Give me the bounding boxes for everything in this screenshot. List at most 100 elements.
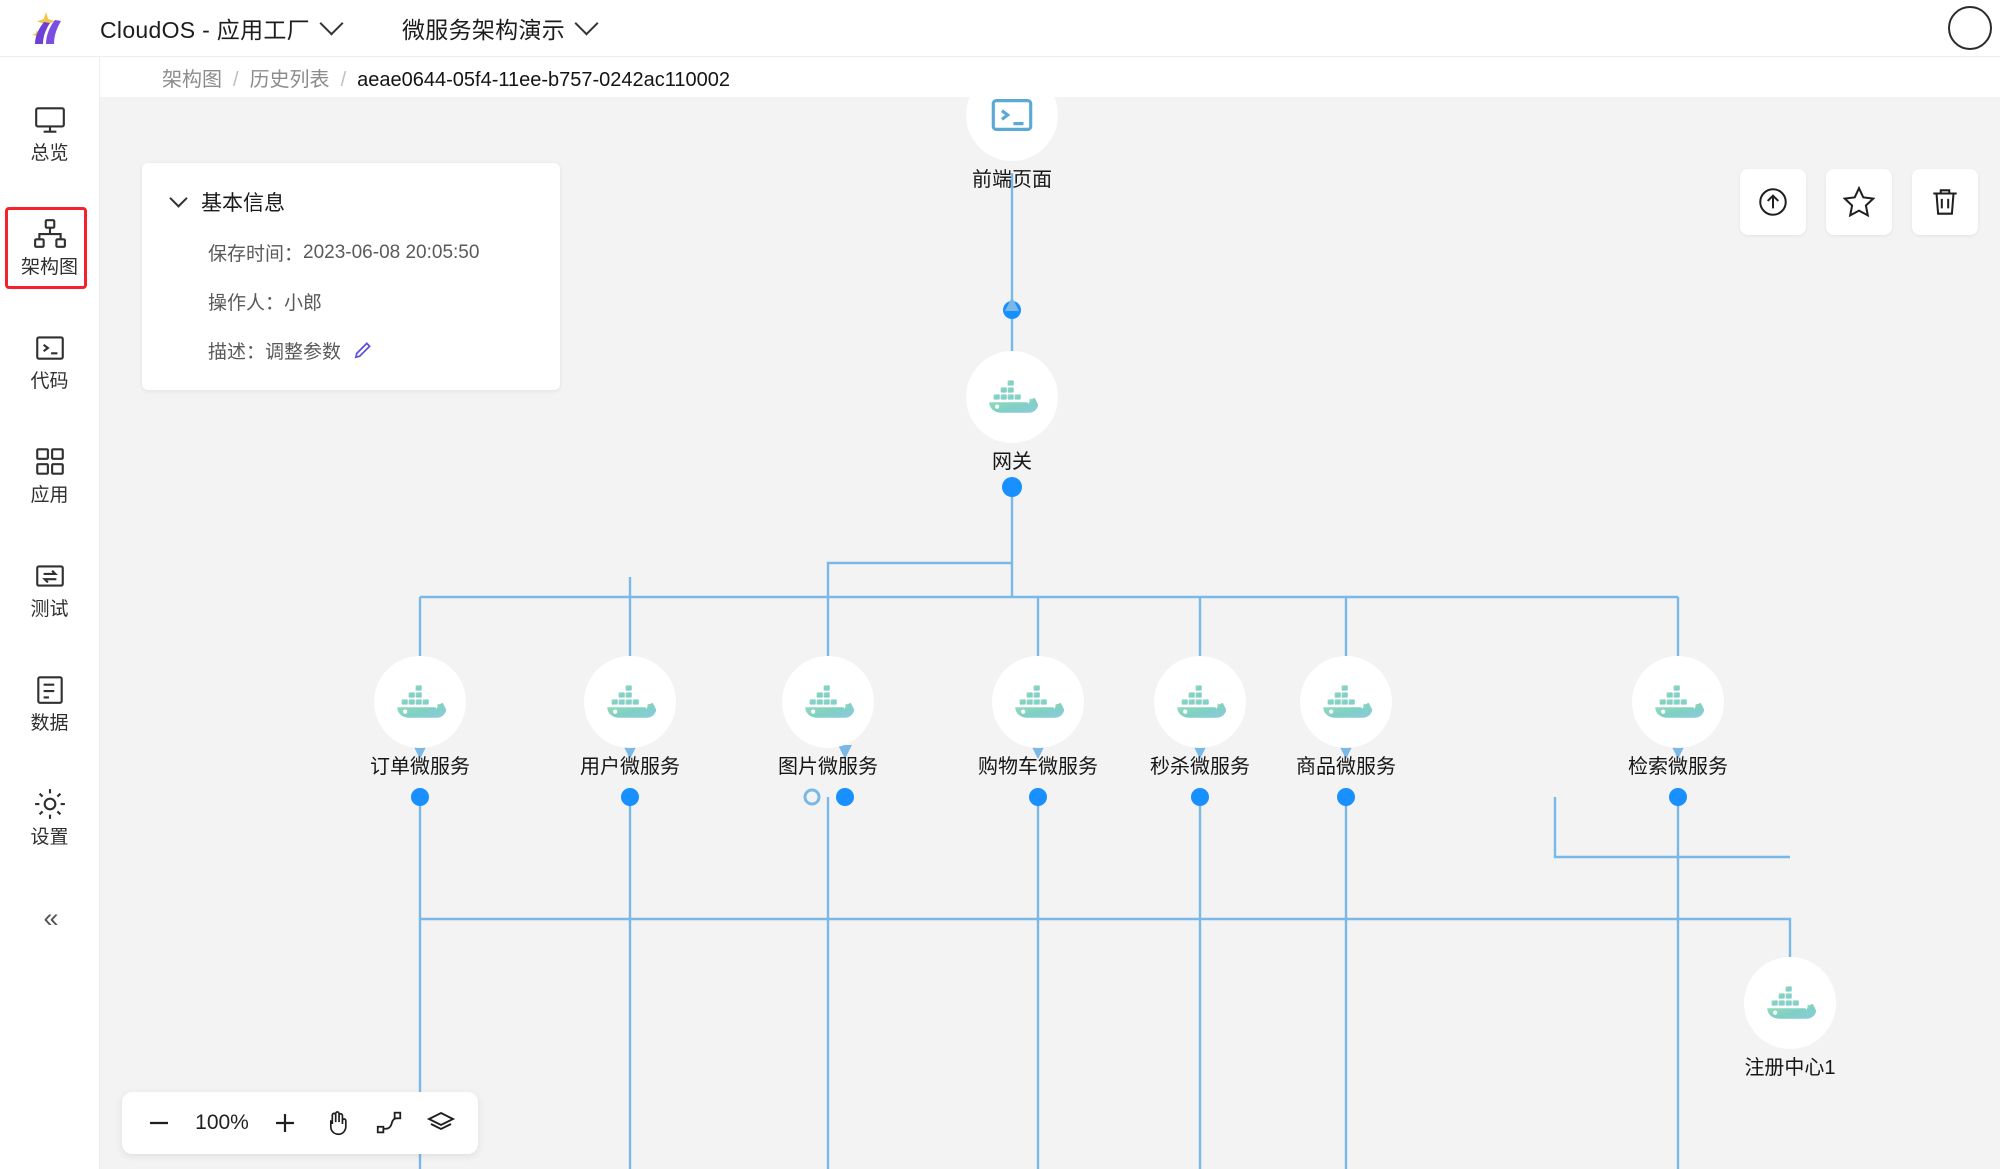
docker-whale-icon — [984, 376, 1040, 418]
node-disc — [782, 656, 874, 748]
node-label: 订单微服务 — [370, 756, 470, 778]
sidebar-item-data[interactable]: 数据 — [11, 669, 89, 736]
top-bar: CloudOS - 应用工厂 微服务架构演示 — [0, 0, 2000, 57]
minus-icon — [150, 1121, 168, 1125]
chevron-down-icon — [319, 10, 344, 36]
node-disc — [1300, 656, 1392, 748]
operator-row: 操作人： 小郎 — [142, 288, 560, 315]
architecture-canvas[interactable]: 前端页面 网关 订单微服务 用户微服务 图片微服务 — [100, 97, 2000, 1169]
hand-pan-icon — [329, 1111, 347, 1136]
node-label: 购物车微服务 — [978, 756, 1098, 778]
pan-tool-button[interactable] — [314, 1100, 360, 1146]
docker-whale-icon — [392, 681, 448, 723]
project-title-menu[interactable]: 微服务架构演示 — [401, 10, 599, 45]
node-disc — [374, 656, 466, 748]
left-sidebar: 总览 架构图 代码 应用 — [0, 57, 100, 1169]
terminal-icon — [35, 336, 64, 360]
logo-wrap — [0, 6, 100, 50]
basic-info-title: 基本信息 — [201, 192, 285, 215]
zoom-out-button[interactable] — [136, 1100, 182, 1146]
breadcrumb-current-id: aeae0644-05f4-11ee-b757-0242ac110002 — [357, 68, 731, 91]
graph-node-frontend[interactable]: 前端页面 — [966, 97, 1058, 192]
edge-tool-button[interactable] — [366, 1100, 412, 1146]
sidebar-item-label: 总览 — [30, 143, 69, 164]
node-label: 用户微服务 — [580, 756, 680, 778]
operator-label: 操作人： — [208, 293, 285, 314]
favorite-button[interactable] — [1826, 169, 1892, 235]
graph-node-image-service[interactable]: 图片微服务 — [753, 656, 903, 779]
save-time-row: 保存时间： 2023-06-08 20:05:50 — [142, 239, 560, 266]
docker-whale-icon — [1650, 681, 1706, 723]
sitemap-icon — [33, 219, 66, 248]
graph-node-registry-1[interactable]: 注册中心1 — [1715, 957, 1865, 1080]
app-title: CloudOS - 应用工厂 — [100, 17, 310, 43]
breadcrumb-separator: / — [340, 68, 347, 91]
sidebar-item-label: 数据 — [30, 713, 69, 734]
sidebar-item-label: 架构图 — [20, 257, 78, 278]
sidebar-item-settings[interactable]: 设置 — [11, 783, 89, 850]
save-time-value: 2023-06-08 20:05:50 — [303, 241, 480, 263]
canvas-action-buttons — [1740, 169, 1978, 235]
docker-whale-icon — [1762, 982, 1818, 1024]
node-disc — [584, 656, 676, 748]
graph-node-cart-service[interactable]: 购物车微服务 — [963, 656, 1113, 779]
node-label: 秒杀微服务 — [1150, 756, 1250, 778]
chevron-down-icon[interactable] — [169, 188, 188, 208]
grid-apps-icon — [35, 448, 64, 475]
graph-node-gateway[interactable]: 网关 — [966, 351, 1058, 474]
sidebar-item-applications[interactable]: 应用 — [11, 441, 89, 508]
app-title-menu[interactable]: CloudOS - 应用工厂 — [100, 10, 344, 45]
graph-node-order-service[interactable]: 订单微服务 — [345, 656, 495, 779]
sidebar-item-label: 应用 — [30, 485, 69, 506]
sidebar-item-label: 设置 — [30, 827, 69, 848]
description-row: 描述： 调整参数 — [142, 337, 560, 364]
operator-value: 小郎 — [284, 293, 323, 314]
node-disc — [1154, 656, 1246, 748]
trash-icon — [1933, 189, 1957, 215]
sidebar-item-architecture[interactable]: 架构图 — [4, 207, 89, 289]
database-icon — [36, 676, 63, 704]
breadcrumb-item-architecture[interactable]: 架构图 — [162, 68, 222, 91]
graph-node-user-service[interactable]: 用户微服务 — [555, 656, 705, 779]
layers-button[interactable] — [418, 1100, 464, 1146]
breadcrumb-separator: / — [233, 68, 239, 91]
zoom-level-value[interactable]: 100% — [195, 1111, 249, 1134]
node-label: 注册中心1 — [1744, 1057, 1836, 1079]
breadcrumb-item-history[interactable]: 历史列表 — [249, 68, 330, 91]
upload-circle-icon — [1759, 188, 1787, 216]
graph-node-search-service[interactable]: 检索微服务 — [1603, 656, 1753, 779]
graph-node-product-service[interactable]: 商品微服务 — [1271, 656, 1421, 779]
sidebar-collapse-button[interactable]: « — [43, 903, 58, 933]
basic-info-card: 基本信息 保存时间： 2023-06-08 20:05:50 操作人： 小郎 描… — [142, 163, 560, 390]
basic-info-header[interactable]: 基本信息 — [142, 187, 560, 217]
layers-icon — [426, 1111, 456, 1131]
user-avatar-icon[interactable] — [1948, 6, 1992, 50]
sidebar-item-code[interactable]: 代码 — [11, 327, 89, 394]
sidebar-item-test[interactable]: 测试 — [11, 555, 89, 622]
sidebar-item-overview[interactable]: 总览 — [11, 99, 89, 166]
sidebar-item-label: 测试 — [30, 599, 69, 620]
docker-whale-icon — [602, 681, 658, 723]
node-disc — [1744, 957, 1836, 1049]
node-disc — [966, 351, 1058, 443]
delete-button[interactable] — [1912, 169, 1978, 235]
docker-whale-icon — [800, 681, 856, 723]
zoom-toolbar: 100% — [122, 1092, 478, 1154]
export-button[interactable] — [1740, 169, 1806, 235]
docker-whale-icon — [1010, 681, 1066, 723]
refresh-test-icon — [35, 565, 64, 587]
project-title: 微服务架构演示 — [401, 17, 566, 43]
node-disc — [966, 97, 1058, 161]
node-label: 前端页面 — [972, 169, 1052, 191]
zoom-in-button[interactable] — [262, 1100, 308, 1146]
plus-icon — [276, 1114, 294, 1132]
save-time-label: 保存时间： — [208, 244, 304, 265]
polyline-edge-icon — [376, 1111, 402, 1134]
pencil-edit-icon[interactable] — [353, 341, 372, 360]
description-label: 描述： — [208, 342, 266, 363]
node-label: 网关 — [992, 451, 1032, 473]
sparkle-logo-icon[interactable] — [26, 6, 74, 50]
graph-node-seckill-service[interactable]: 秒杀微服务 — [1125, 656, 1275, 779]
node-label: 商品微服务 — [1296, 756, 1396, 778]
